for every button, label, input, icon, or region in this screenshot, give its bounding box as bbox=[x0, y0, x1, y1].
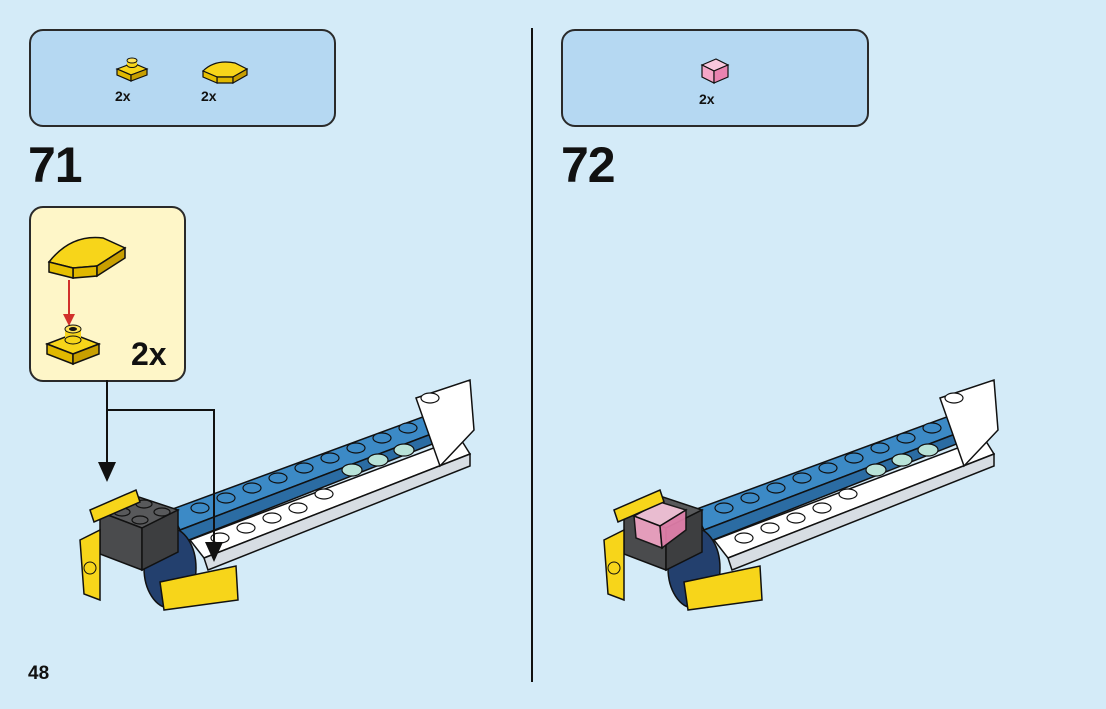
trans-pink-windscreen-icon bbox=[700, 58, 730, 84]
part-qty: 2x bbox=[115, 88, 131, 104]
model-illustration-step-71 bbox=[79, 378, 475, 611]
yellow-plate-icon bbox=[115, 57, 149, 82]
red-arrow-down-icon bbox=[63, 280, 75, 326]
step-number: 71 bbox=[28, 137, 83, 193]
sub-assembly-qty: 2x bbox=[131, 336, 167, 372]
yellow-curved-slope-icon bbox=[201, 61, 249, 85]
step-number: 72 bbox=[561, 137, 616, 193]
part-qty: 2x bbox=[201, 88, 217, 104]
step-divider bbox=[531, 28, 533, 682]
sub-assembly-callout: 2x bbox=[29, 206, 186, 382]
yellow-plate-icon bbox=[44, 324, 102, 366]
parts-callout-step-71: 2x 2x bbox=[29, 29, 336, 127]
part-qty: 2x bbox=[699, 91, 715, 107]
model-illustration-step-72 bbox=[603, 378, 999, 611]
parts-callout-step-72: 2x bbox=[561, 29, 869, 127]
page-number: 48 bbox=[28, 663, 50, 684]
yellow-curved-slope-icon bbox=[47, 236, 127, 279]
